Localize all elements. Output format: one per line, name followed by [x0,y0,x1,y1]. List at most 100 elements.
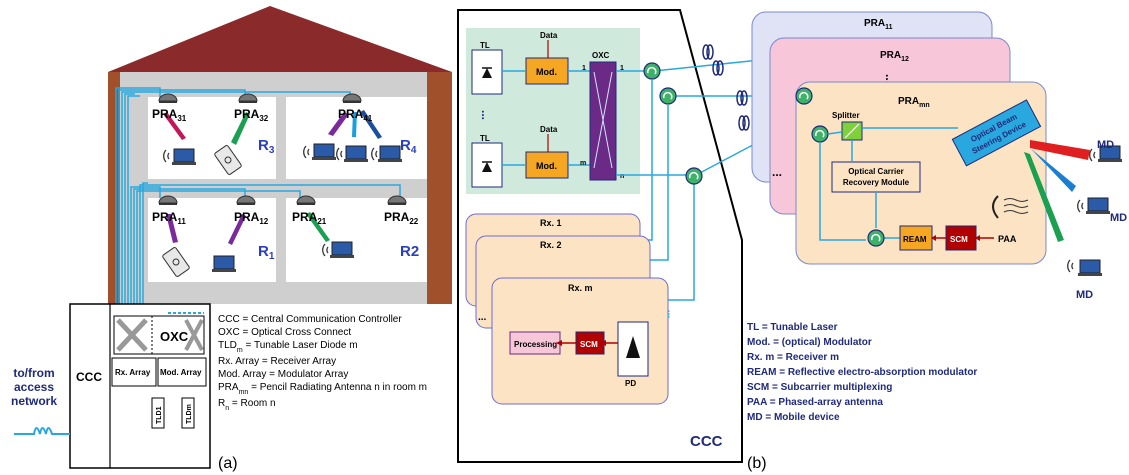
pra-side-ellipsis: ... [772,165,782,179]
beam-pra41-c [360,110,382,139]
pd-label: PD [625,379,636,388]
room-label-r3: R3 [258,137,275,156]
pra-label-32: PRA32 [234,107,269,123]
tld-1-label: TLD1 [156,406,163,424]
laptop-icon [311,143,337,161]
oxc-box [113,315,205,355]
wifi-icon [1067,259,1074,273]
legend-b-item: SCM = Subcarrier multiplexing [747,382,892,393]
fiber-bundle [115,87,401,312]
mod-m-box [525,151,569,179]
mod-1-label: Mod. [536,67,557,77]
laser-diode-icon [482,68,492,78]
pra-label-22: PRA22 [384,210,419,226]
house-roof [108,6,452,72]
rx-array-label: Rx. Array [115,368,151,377]
fiber-coil-icon [702,44,714,60]
tl-1-label: TL [480,41,490,50]
oxc-out-1: 1 [620,65,624,72]
access-line-1: to/from [13,366,54,380]
mod-m-label: Mod. [536,161,557,171]
rx-label-1: Rx. 1 [540,218,562,228]
legend-a: CCC = Central Communication Controller O… [218,314,427,412]
room-r4 [286,97,427,179]
paa-label: PAA [998,234,1017,244]
md-label-1: MD [1097,139,1114,151]
wifi-icon [1089,148,1096,162]
laptop-icon [343,145,369,163]
fiber-coil-icon [738,115,750,131]
access-fiber-coil [14,427,70,435]
phone-icon [214,145,242,175]
ream-label: REAM [903,235,927,244]
oxc-label: OXC [160,329,189,344]
legend-b-item: TL = Tunable Laser [747,322,838,333]
legend-a-item: Rx. Array = Receiver Array [218,356,336,367]
rx-label-m: Rx. m [568,283,593,293]
beam-pra21 [306,212,330,242]
legend-a-item: PRAmn = Pencil Radiating Antenna n in ro… [218,382,427,396]
rx-array-box [111,357,157,387]
legend-a-item: TLDm = Tunable Laser Diode m [218,340,358,354]
ocr-module-box [831,161,921,193]
access-line-3: network [11,394,57,408]
ocr-label-2: Recovery Module [843,178,910,187]
ccc-b-label: CCC [690,433,723,450]
tld-m-box [181,397,195,429]
mod-array-label: Mod. Array [160,368,202,377]
phone-icon [162,247,190,277]
legend-b-item: Mod. = (optical) Modulator [747,337,872,348]
left-wall [108,72,120,304]
legend-a-item: Mod. Array = Modulator Array [218,369,348,380]
rx-fiber-ellipsis: ... [665,310,676,319]
room-label-r2: R2 [400,243,419,260]
laptop-icon [1077,259,1103,277]
oxc-port-m: m [580,160,586,167]
circulator-icon [795,87,813,105]
pra-card-11-label: PRA11 [864,18,893,31]
processing-label: Processing [514,340,557,349]
tld-1-box [151,397,165,429]
legend-a-item: OXC = Optical Cross Connect [218,327,351,338]
panel-a: PRA31 PRA32 PRA41 PRA11 PRA12 PRA21 PRA2… [11,6,452,472]
room-r1 [148,198,276,282]
tld-m-label: TLDm [186,404,193,424]
pra-label-31: PRA31 [152,107,187,123]
beam-pra12 [228,214,246,245]
ccc-label: CCC [76,370,102,384]
legend-b-item: REAM = Reflective electro-absorption mod… [747,367,977,378]
oxc-out-n: n [620,173,624,180]
fiber-coil-icon [712,60,724,76]
md-label-3: MD [1076,289,1093,301]
room-r2 [286,198,427,282]
caption-b: (b) [747,455,767,472]
rx-label-2: Rx. 2 [540,240,562,250]
pra-label-12: PRA12 [234,210,269,226]
legend-a-item: CCC = Central Communication Controller [218,314,402,325]
caption-a: (a) [218,455,238,472]
oxc-port-1: 1 [582,65,586,72]
scm-pra-label: SCM [950,235,968,244]
beam-pra41-b [352,112,357,137]
mod-1-box [525,57,569,85]
beam-pra32 [231,112,250,145]
circulator-icon [643,62,661,80]
rx-ellipsis: ... [478,312,487,323]
laptop-icon [377,145,403,163]
pra-card-12-label: PRA12 [880,50,909,63]
laptop-icon [171,148,197,166]
beam-blue [1030,148,1076,192]
access-line-2: access [14,380,54,394]
right-wall [427,72,452,304]
room-label-r1: R1 [258,243,275,262]
md-label-2: MD [1110,212,1127,224]
laptop-icon [329,241,355,259]
laptop-icon [1085,197,1111,215]
pra-label-21: PRA21 [292,210,327,226]
data-label-1: Data [540,31,558,40]
fiber-coil-icon [736,90,748,106]
beam-green [1024,152,1064,242]
tx-ellipsis: ... [479,110,493,120]
beam-red [1030,140,1090,160]
